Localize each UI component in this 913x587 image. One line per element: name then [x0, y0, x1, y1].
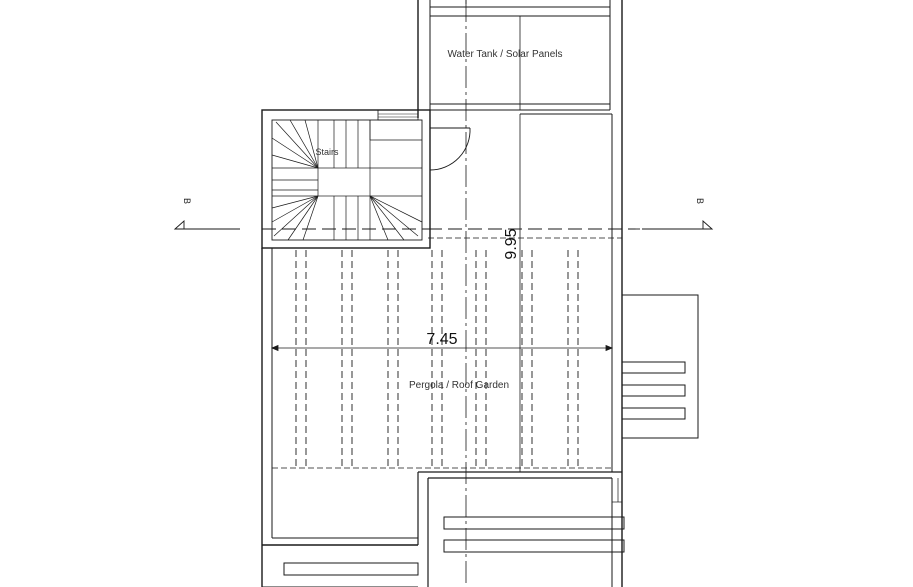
stair-treads [271, 119, 423, 241]
section-mark-left: B [182, 198, 192, 204]
dimension-lines [270, 0, 614, 587]
section-mark-right: B [695, 198, 705, 204]
door-swing [429, 118, 471, 171]
lower-stair-treads [262, 478, 625, 587]
section-line [173, 219, 714, 230]
depth-dimension-label: 9.95 [503, 228, 520, 259]
width-dimension-label: 7.45 [426, 331, 457, 348]
external-stair [621, 294, 699, 439]
pergola-beams [295, 250, 579, 470]
pergola-label: Pergola / Roof Garden [409, 380, 509, 391]
water-tank-label: Water Tank / Solar Panels [447, 49, 562, 60]
stairs-label: Stairs [315, 147, 339, 157]
water-tank-shaft-walls [417, 0, 623, 118]
terrace-walls [261, 113, 623, 587]
